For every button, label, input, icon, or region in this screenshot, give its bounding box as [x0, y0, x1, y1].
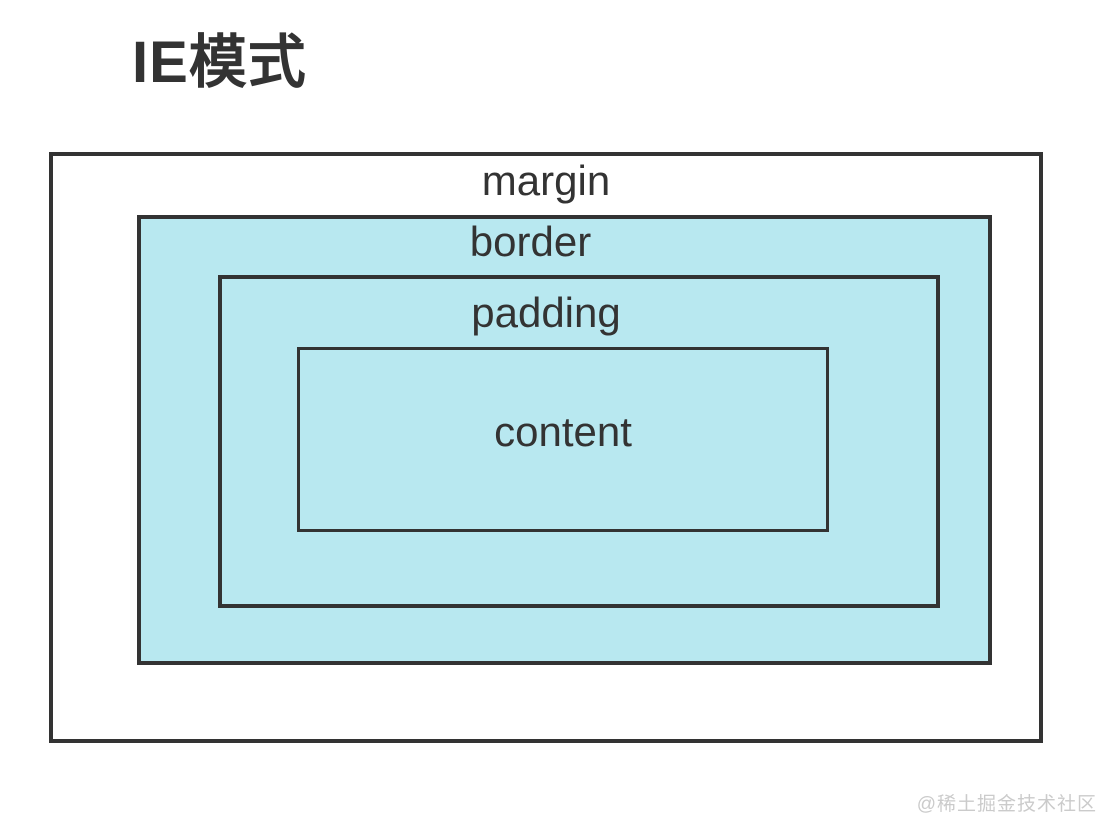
- border-box: border padding content: [137, 215, 992, 665]
- padding-box: padding content: [218, 275, 940, 608]
- page-title: IE模式: [132, 30, 307, 95]
- content-label: content: [494, 407, 632, 455]
- border-label: border: [469, 218, 592, 265]
- content-box: content: [297, 347, 829, 532]
- watermark: @稀土掘金技术社区: [916, 794, 1097, 815]
- margin-box: margin border padding content: [49, 152, 1043, 743]
- padding-label: padding: [471, 289, 621, 336]
- margin-label: margin: [481, 157, 611, 204]
